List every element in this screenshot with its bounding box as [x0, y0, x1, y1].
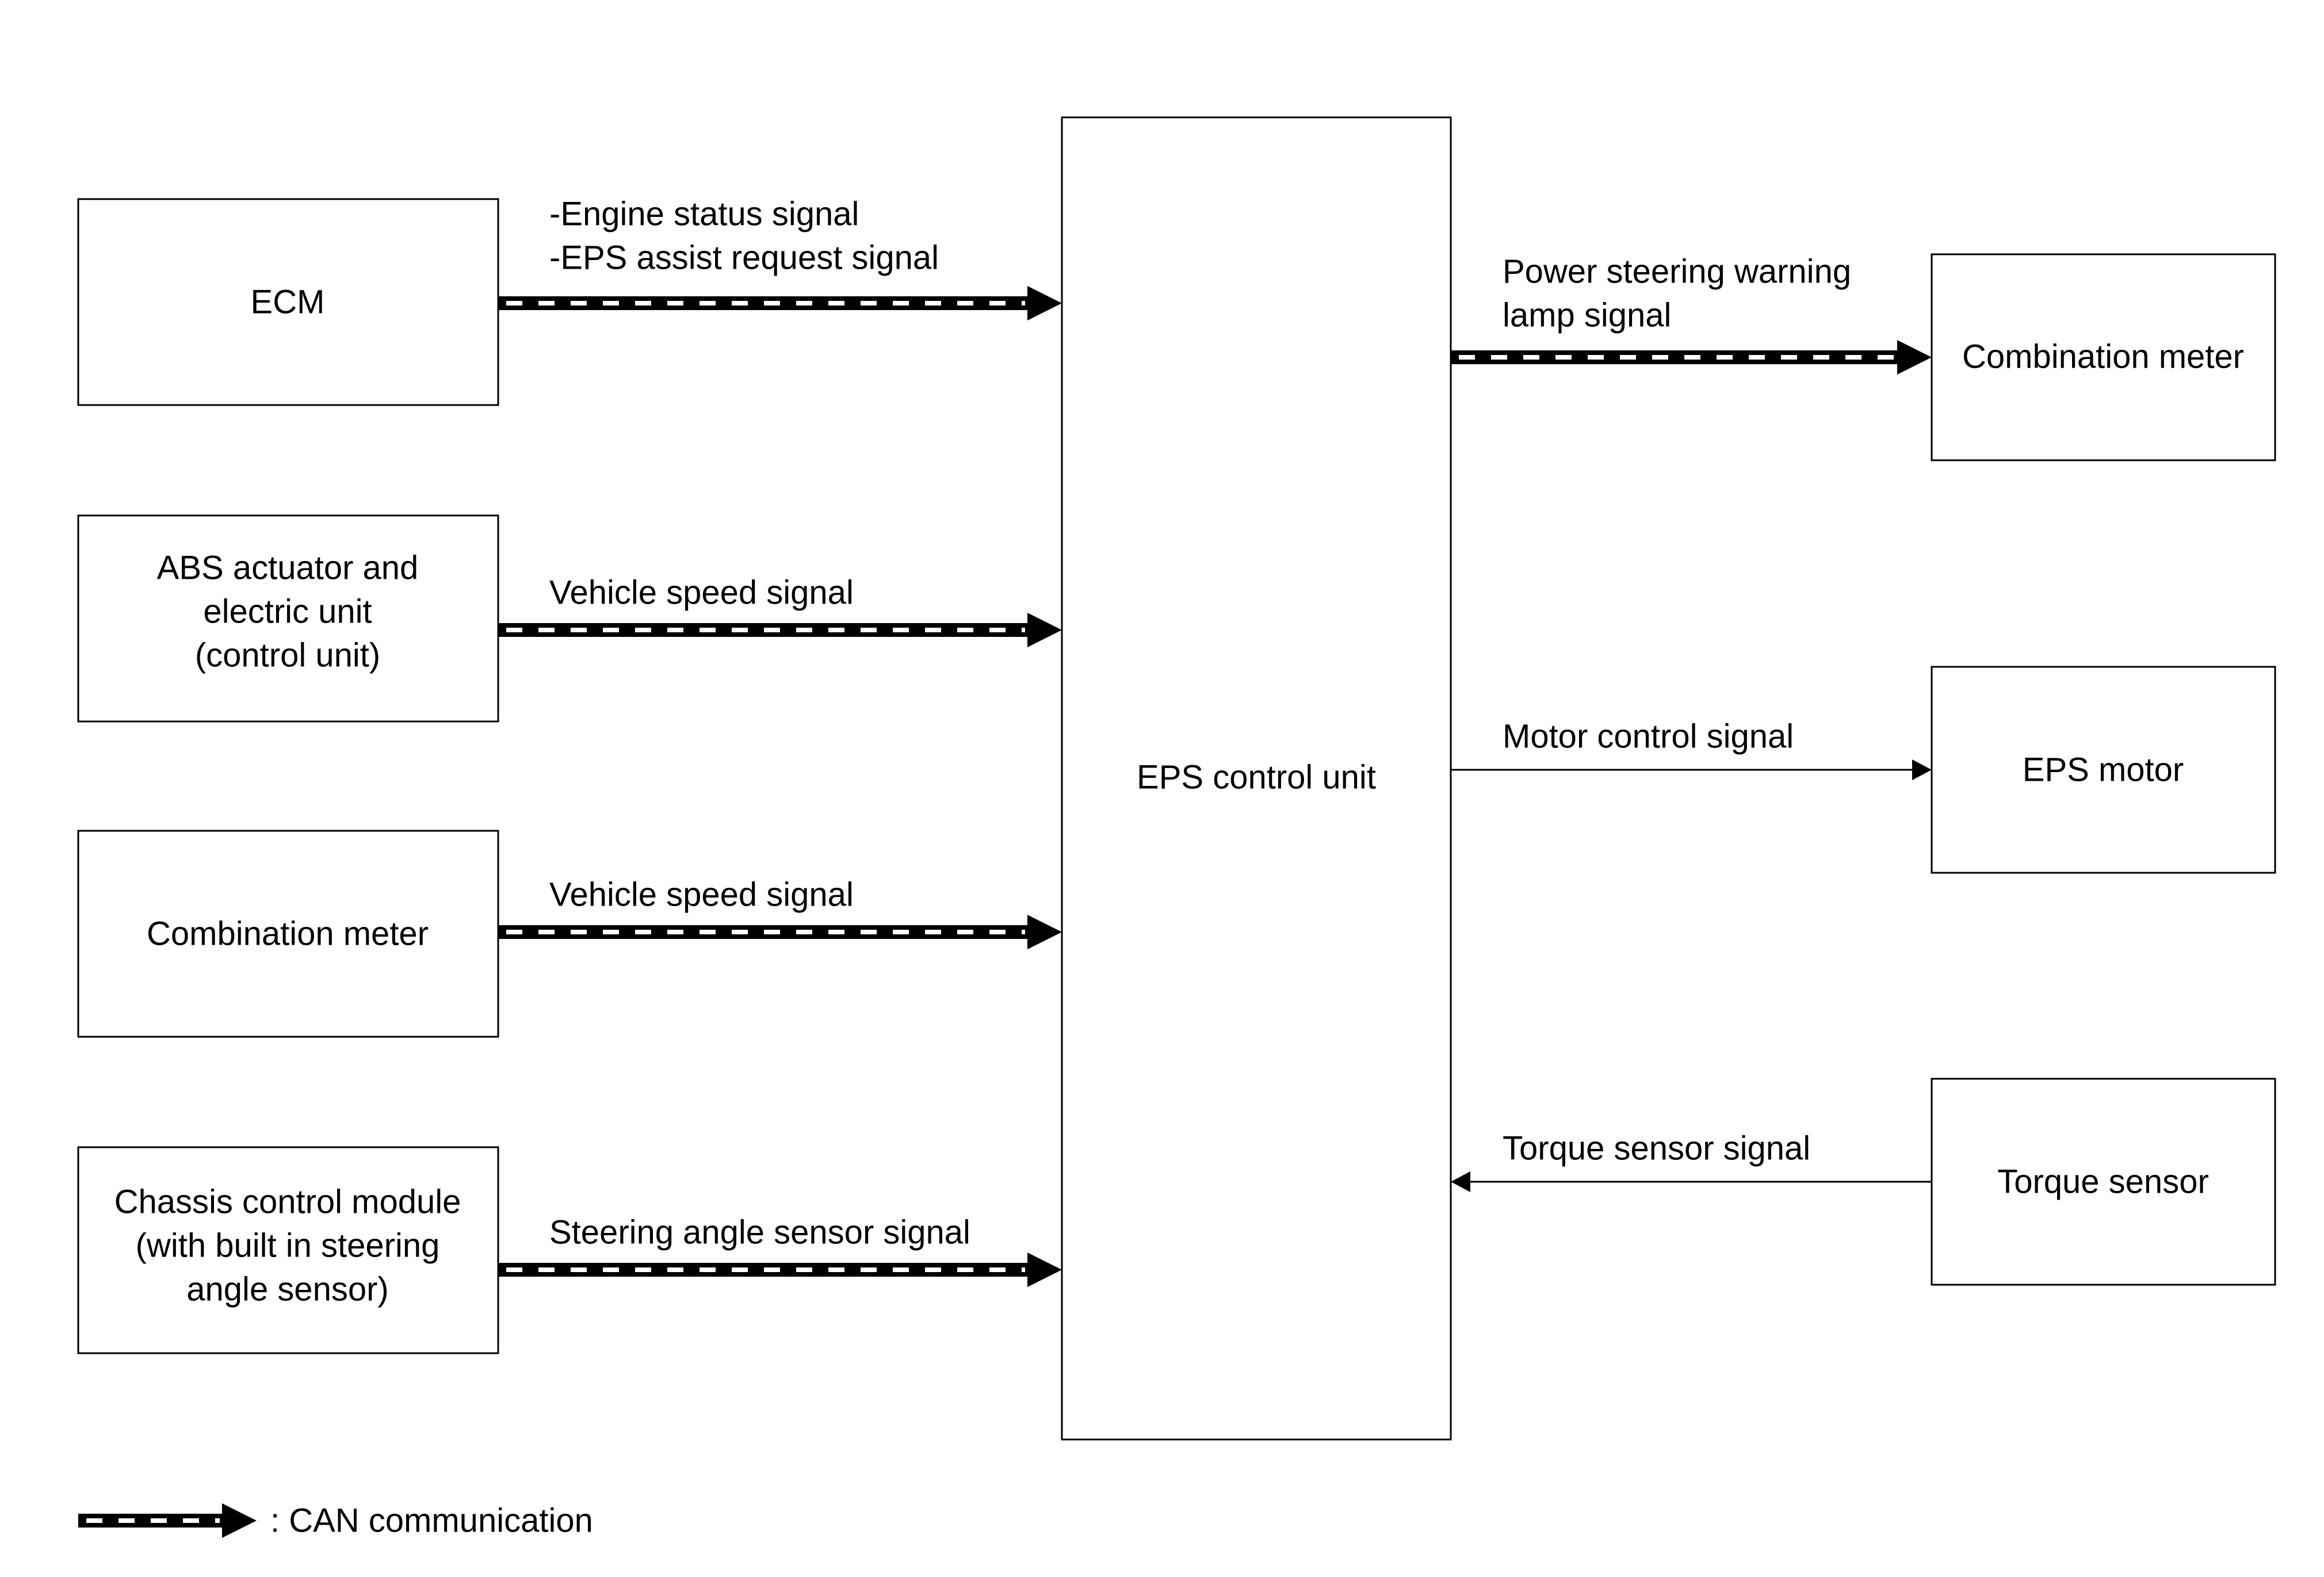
combo-left-label: Combination meter [147, 915, 429, 953]
ecm-to-eps-label: -EPS assist request signal [549, 239, 939, 277]
abs-label: (control unit) [195, 637, 380, 674]
abs-to-eps-arrowhead [1027, 613, 1062, 647]
ecm-label: ECM [251, 284, 325, 321]
eps-to-combo-arrowhead [1897, 340, 1932, 375]
eps-to-motor-label: Motor control signal [1503, 718, 1794, 755]
abs-label: ABS actuator and [157, 549, 419, 587]
torque-label: Torque sensor [1997, 1163, 2209, 1201]
torque-to-eps-label: Torque sensor signal [1503, 1130, 1810, 1167]
chassis-label: angle sensor) [186, 1271, 388, 1308]
eps-cu-label: EPS control unit [1137, 759, 1376, 796]
ecm-to-eps-arrowhead [1027, 286, 1062, 320]
eps-motor-label: EPS motor [2023, 751, 2184, 789]
ecm-box [77, 198, 499, 406]
abs-label: electric unit [203, 593, 372, 631]
chassis-box [77, 1146, 499, 1354]
ecm-to-eps-label: -Engine status signal [549, 196, 859, 233]
combo-right-box [1931, 253, 2276, 461]
eps-to-combo-label: Power steering warning [1503, 253, 1851, 291]
torque-to-eps-arrowhead [1451, 1171, 1470, 1192]
chassis-to-eps-arrowhead [1027, 1253, 1062, 1287]
chassis-label: Chassis control module [114, 1183, 461, 1221]
torque-box [1931, 1078, 2276, 1286]
legend-can-arrowhead [222, 1503, 257, 1538]
chassis-label: (with built in steering [136, 1227, 440, 1265]
combo-right-label: Combination meter [1962, 338, 2244, 376]
combo-left-box [77, 830, 499, 1038]
legend-label: : CAN communication [270, 1502, 593, 1540]
combo-to-eps-label: Vehicle speed signal [549, 876, 854, 914]
abs-box [77, 514, 499, 723]
eps-to-combo-label: lamp signal [1503, 297, 1671, 334]
eps-cu-box [1061, 116, 1452, 1441]
combo-to-eps-arrowhead [1027, 915, 1062, 949]
abs-to-eps-label: Vehicle speed signal [549, 574, 854, 612]
chassis-to-eps-label: Steering angle sensor signal [549, 1214, 970, 1251]
eps-motor-box [1931, 666, 2276, 874]
eps-to-motor-arrowhead [1912, 759, 1932, 780]
